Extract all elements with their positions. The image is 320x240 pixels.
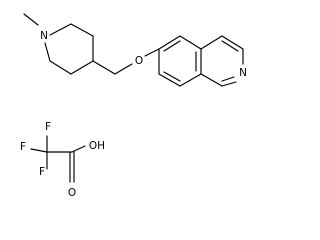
atom-labels: N O N F F F OH O: [20, 30, 247, 199]
bond-o-aryl: [144, 48, 160, 57]
atom-label-ether-o: O: [135, 55, 143, 67]
atom-label-fluorine-left: F: [20, 141, 26, 153]
double-bond-c6-c5: [163, 40, 181, 52]
bond-c4-c5: [70, 60, 94, 75]
isoquinoline-fragment: [158, 35, 244, 87]
bond-c2-c3: [70, 23, 94, 37]
atom-label-carbonyl-o: O: [68, 187, 76, 199]
bond-c5-c4a: [179, 35, 202, 50]
bond-carboxyl-oh: [71, 145, 86, 153]
bond-cf3-f-left: [30, 148, 48, 153]
bond-c4a-c4: [200, 35, 223, 50]
bond-c6-n: [44, 42, 51, 62]
piperidine-fragment: [23, 13, 94, 75]
atom-label-isoquinoline-n: N: [239, 67, 247, 79]
bond-c6-c5: [158, 35, 181, 50]
trifluoroacetic-acid-fragment: [30, 135, 86, 183]
bond-ch2-o: [114, 63, 133, 75]
bond-n-c2: [49, 23, 72, 36]
chemical-structure: N O N F F F OH O: [20, 13, 247, 199]
bond-methyl-n: [23, 13, 39, 26]
double-bond-c8-c7: [163, 71, 181, 82]
double-bond-n2-c1: [221, 76, 235, 82]
atom-label-piperidine-n: N: [40, 30, 48, 42]
atom-label-fluorine-top: F: [45, 121, 51, 133]
atom-label-fluorine-bottom: F: [39, 166, 45, 178]
atom-label-hydroxyl: OH: [89, 140, 105, 152]
bond-c5-c6: [49, 60, 72, 75]
bond-c1-c8a: [200, 73, 223, 87]
bond-c8a-c8: [179, 73, 202, 87]
bond-c4-ch2: [92, 60, 116, 75]
double-bond-c4-c3: [221, 40, 239, 52]
bond-n2-c1: [221, 81, 237, 87]
ether-linker: [92, 48, 160, 75]
bond-c4-c3: [221, 35, 244, 50]
bond-c8-c7: [158, 73, 181, 87]
